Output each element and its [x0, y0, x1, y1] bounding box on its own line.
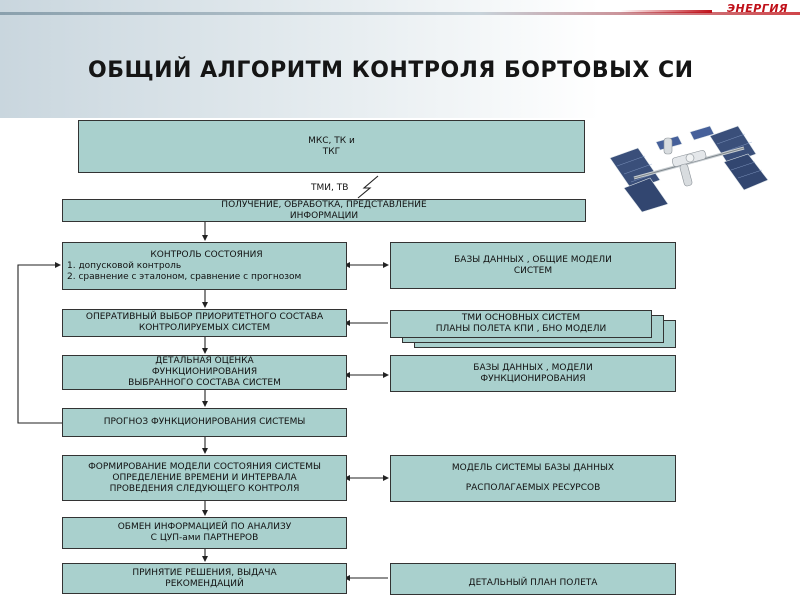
decision-box: ПРИНЯТИЕ РЕШЕНИЯ, ВЫДАЧА РЕКОМЕНДАЦИЙ: [62, 563, 347, 594]
model-line1: ФОРМИРОВАНИЕ МОДЕЛИ СОСТОЯНИЯ СИСТЕМЫ: [88, 461, 321, 472]
resources-box: МОДЕЛЬ СИСТЕМЫ БАЗЫ ДАННЫХ РАСПОЛАГАЕМЫХ…: [390, 455, 676, 502]
flight-plan-line1: ДЕТАЛЬНЫЙ ПЛАН ПОЛЕТА: [468, 578, 598, 588]
tmi-box: ТМИ ОСНОВНЫХ СИСТЕМ ПЛАНЫ ПОЛЕТА КПИ , Б…: [390, 310, 652, 338]
tmi-line2: ПЛАНЫ ПОЛЕТА КПИ , БНО МОДЕЛИ: [435, 324, 607, 334]
resources-line2: РАСПОЛАГАЕМЫХ РЕСУРСОВ: [465, 483, 601, 493]
exchange-box: ОБМЕН ИНФОРМАЦИЕЙ ПО АНАЛИЗУ С ЦУП-ами П…: [62, 517, 347, 549]
detailed-line3: ВЫБРАННОГО СОСТАВА СИСТЕМ: [128, 378, 281, 388]
detailed-box: ДЕТАЛЬНАЯ ОЦЕНКА ФУНКЦИОНИРОВАНИЯ ВЫБРАН…: [62, 355, 347, 390]
feedback-loop: [17, 262, 63, 424]
receive-line1: ПОЛУЧЕНИЕ, ОБРАБОТКА, ПРЕДСТАВЛЕНИЕ: [221, 199, 427, 210]
source-box: МКС, ТК и ТКГ: [78, 120, 585, 173]
source-line2: ТКГ: [322, 146, 341, 157]
db-general-line2: СИСТЕМ: [513, 265, 553, 276]
detailed-line1: ДЕТАЛЬНАЯ ОЦЕНКА: [155, 356, 254, 366]
state-control-line2: 1. допусковой контроль: [67, 260, 182, 271]
forecast-line1: ПРОГНОЗ ФУНКЦИОНИРОВАНИЯ СИСТЕМЫ: [103, 417, 306, 427]
link-label: ТМИ, ТВ: [311, 183, 349, 193]
receive-line2: ИНФОРМАЦИИ: [289, 210, 359, 221]
header-rule: [0, 12, 800, 15]
exchange-line2: С ЦУП-ами ПАРТНЕРОВ: [150, 533, 259, 543]
space-station-image: [609, 125, 769, 213]
forecast-box: ПРОГНОЗ ФУНКЦИОНИРОВАНИЯ СИСТЕМЫ: [62, 408, 347, 437]
db-func-line1: БАЗЫ ДАННЫХ , МОДЕЛИ: [473, 362, 593, 373]
tmi-line1: ТМИ ОСНОВНЫХ СИСТЕМ: [461, 313, 581, 323]
model-line2: ОПРЕДЕЛЕНИЕ ВРЕМЕНИ И ИНТЕРВАЛА: [112, 472, 297, 483]
energia-logo: ЭНЕРГИЯ: [726, 2, 788, 15]
logo-swoosh: [620, 10, 712, 13]
priority-line1: ОПЕРАТИВНЫЙ ВЫБОР ПРИОРИТЕТНОГО СОСТАВА: [85, 312, 324, 322]
page-title: ОБЩИЙ АЛГОРИТМ КОНТРОЛЯ БОРТОВЫХ СИ: [88, 58, 694, 83]
receive-box: ПОЛУЧЕНИЕ, ОБРАБОТКА, ПРЕДСТАВЛЕНИЕ ИНФО…: [62, 199, 586, 222]
exchange-line1: ОБМЕН ИНФОРМАЦИЕЙ ПО АНАЛИЗУ: [117, 522, 292, 532]
state-control-line1: КОНТРОЛЬ СОСТОЯНИЯ: [150, 249, 263, 260]
lightning-link: [357, 175, 379, 199]
detailed-line2: ФУНКЦИОНИРОВАНИЯ: [151, 367, 258, 377]
resources-line1: МОДЕЛЬ СИСТЕМЫ БАЗЫ ДАННЫХ: [451, 463, 615, 473]
decision-line1: ПРИНЯТИЕ РЕШЕНИЯ, ВЫДАЧА: [132, 567, 277, 578]
model-box: ФОРМИРОВАНИЕ МОДЕЛИ СОСТОЯНИЯ СИСТЕМЫ ОП…: [62, 455, 347, 501]
db-func-box: БАЗЫ ДАННЫХ , МОДЕЛИ ФУНКЦИОНИРОВАНИЯ: [390, 355, 676, 392]
priority-line2: КОНТРОЛИРУЕМЫХ СИСТЕМ: [138, 323, 271, 333]
flight-plan-box: ДЕТАЛЬНЫЙ ПЛАН ПОЛЕТА: [390, 563, 676, 595]
state-control-line3: 2. сравнение с эталоном, сравнение с про…: [67, 271, 302, 282]
header-band: [0, 0, 800, 118]
db-general-box: БАЗЫ ДАННЫХ , ОБЩИЕ МОДЕЛИ СИСТЕМ: [390, 242, 676, 289]
state-control-box: КОНТРОЛЬ СОСТОЯНИЯ 1. допусковой контрол…: [62, 242, 347, 290]
source-line1: МКС, ТК и: [308, 135, 355, 146]
db-general-line1: БАЗЫ ДАННЫХ , ОБЩИЕ МОДЕЛИ: [454, 254, 612, 265]
priority-box: ОПЕРАТИВНЫЙ ВЫБОР ПРИОРИТЕТНОГО СОСТАВА …: [62, 309, 347, 337]
db-func-line2: ФУНКЦИОНИРОВАНИЯ: [480, 373, 586, 384]
decision-line2: РЕКОМЕНДАЦИЙ: [165, 578, 244, 589]
model-line3: ПРОВЕДЕНИЯ СЛЕДУЮЩЕГО КОНТРОЛЯ: [109, 483, 300, 494]
